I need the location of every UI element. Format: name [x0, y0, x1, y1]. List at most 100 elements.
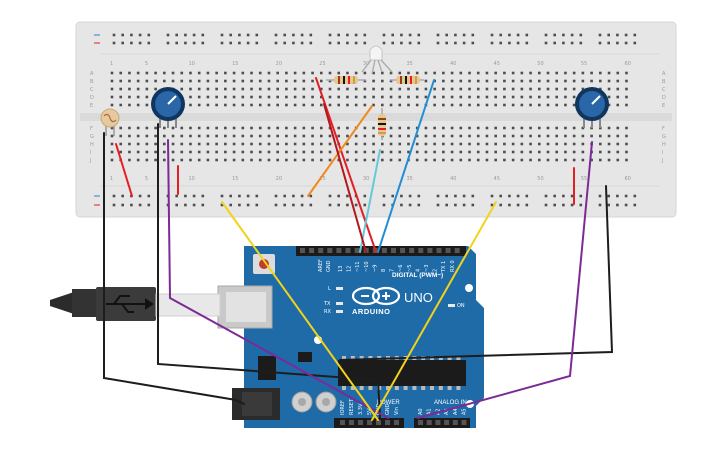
hole	[564, 150, 567, 154]
wire-black[interactable]	[339, 185, 614, 361]
hole	[415, 87, 419, 91]
wire-yellow[interactable]	[371, 201, 497, 421]
hole	[633, 203, 637, 207]
reset-button-cap[interactable]	[259, 259, 269, 269]
potentiometer-right[interactable]	[575, 87, 609, 128]
hole	[572, 134, 576, 138]
header-pin[interactable]	[444, 420, 450, 425]
rgb-led[interactable]	[361, 45, 393, 75]
header-pin[interactable]	[400, 248, 406, 253]
hole	[400, 203, 403, 207]
hole	[570, 41, 574, 45]
hole	[238, 33, 241, 37]
hole	[163, 142, 166, 146]
hole	[201, 194, 205, 198]
hole	[417, 203, 421, 207]
header-pin[interactable]	[391, 248, 396, 253]
header-pin[interactable]	[394, 420, 399, 425]
hole	[520, 71, 524, 75]
wire-red-dark[interactable]	[323, 103, 367, 253]
header-pin[interactable]	[452, 420, 458, 425]
led-l	[336, 287, 343, 290]
header-pin[interactable]	[349, 420, 354, 425]
header-pin[interactable]	[376, 420, 381, 425]
hole	[459, 103, 463, 107]
digital-header[interactable]	[296, 246, 466, 256]
hole	[494, 103, 497, 107]
hole	[599, 158, 602, 162]
column-number: 5	[145, 176, 148, 182]
wire-black[interactable]	[157, 123, 381, 419]
hole	[616, 79, 620, 83]
header-pin[interactable]	[435, 420, 441, 425]
hole	[624, 41, 628, 45]
header-pin[interactable]	[381, 248, 387, 253]
hole	[389, 158, 393, 162]
header-pin[interactable]	[409, 248, 415, 253]
header-pin[interactable]	[418, 420, 423, 425]
hole	[197, 150, 201, 154]
usb-cable[interactable]	[50, 287, 221, 321]
hole	[171, 134, 175, 138]
hole	[476, 103, 480, 107]
wire-black[interactable]	[103, 132, 245, 405]
header-pin[interactable]	[445, 248, 451, 253]
header-pin[interactable]	[354, 248, 360, 253]
analog-header[interactable]	[414, 418, 470, 428]
wire-purple[interactable]	[167, 139, 389, 419]
header-pin[interactable]	[358, 420, 363, 425]
wire-purple[interactable]	[417, 141, 593, 419]
hole	[537, 87, 541, 91]
wire-red[interactable]	[115, 143, 133, 197]
hole	[599, 79, 602, 83]
potentiometer-left[interactable]	[151, 87, 185, 128]
resistor-2[interactable]	[390, 76, 424, 84]
header-pin[interactable]	[309, 248, 315, 253]
header-pin[interactable]	[300, 248, 305, 253]
hole	[462, 33, 466, 37]
hole	[192, 203, 196, 207]
hole	[544, 194, 548, 198]
chip-pin	[456, 386, 461, 390]
hole	[130, 203, 133, 207]
hole	[285, 158, 288, 162]
hole	[154, 134, 157, 138]
header-pin[interactable]	[418, 248, 424, 253]
header-pin[interactable]	[436, 248, 442, 253]
hole	[110, 71, 114, 75]
hole	[292, 203, 295, 207]
header-pin[interactable]	[427, 248, 433, 253]
hole	[511, 142, 515, 146]
wire-blue[interactable]	[377, 79, 435, 253]
header-pin[interactable]	[318, 248, 324, 253]
hole	[110, 79, 114, 83]
hole	[436, 33, 440, 37]
hole	[485, 95, 489, 99]
photoresistor[interactable]	[100, 108, 120, 136]
resistor-3[interactable]	[378, 108, 386, 140]
digital-pin-label: TX 1	[441, 261, 447, 273]
header-pin[interactable]	[461, 420, 467, 425]
header-pin[interactable]	[367, 420, 372, 425]
header-pin[interactable]	[385, 420, 390, 425]
column-number: 55	[581, 176, 587, 182]
header-pin[interactable]	[336, 248, 342, 253]
hole	[525, 194, 529, 198]
hole	[220, 41, 224, 45]
hole	[302, 134, 306, 138]
wire-orange[interactable]	[307, 105, 373, 197]
column-number: 60	[624, 61, 630, 67]
hole	[311, 71, 314, 75]
hole	[616, 142, 620, 146]
hole	[442, 126, 445, 130]
header-pin[interactable]	[340, 420, 345, 425]
wire-yellow[interactable]	[221, 201, 379, 421]
header-pin[interactable]	[345, 248, 351, 253]
hole	[511, 134, 515, 138]
header-pin[interactable]	[426, 420, 432, 425]
resistor-1[interactable]	[326, 76, 366, 84]
header-pin[interactable]	[327, 248, 333, 253]
header-pin[interactable]	[454, 248, 460, 253]
wire-cyan[interactable]	[359, 149, 381, 253]
